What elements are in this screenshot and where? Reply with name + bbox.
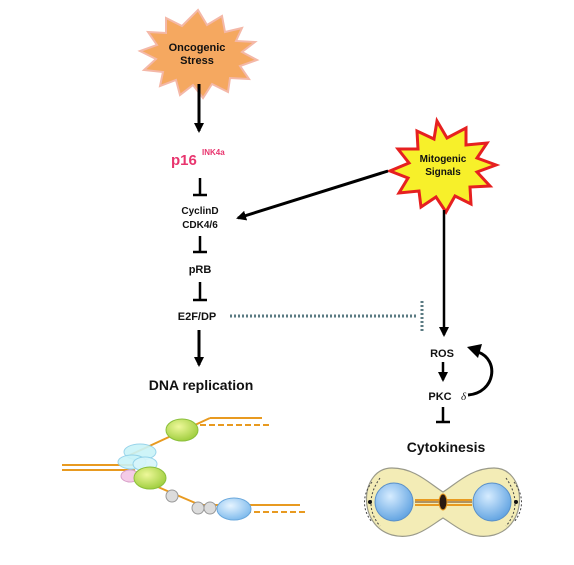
arrow-mitogenic-to-cyclind [236, 169, 389, 221]
oncogenic-label-line2: Stress [180, 55, 214, 67]
pkc-label: PKC [428, 391, 451, 403]
polymerase-top [165, 418, 199, 442]
p16-superscript: INK4a [202, 148, 225, 157]
inhibition-prb-e2f [193, 282, 207, 302]
bead-2 [191, 501, 205, 515]
left-spindle-2 [370, 477, 381, 527]
cdk46-label: CDK4/6 [182, 220, 218, 231]
mitogenic-burst-shape [386, 116, 501, 215]
mitogenic-label-line2: Signals [425, 167, 461, 178]
oncogenic-label-line1: Oncogenic [169, 42, 226, 54]
inhibition-cdk-prb [193, 236, 207, 254]
polymerase-blue [216, 497, 252, 521]
oncogenic-stress-burst: Oncogenic Stress [137, 8, 260, 100]
dna-replication-fork-illustration [62, 417, 305, 521]
dna-replication-label: DNA replication [149, 377, 254, 393]
right-nucleus [472, 482, 512, 522]
cytokinesis-label: Cytokinesis [407, 439, 486, 455]
prb-label: pRB [189, 264, 212, 276]
ros-label: ROS [430, 348, 454, 360]
inhibition-pkc-cytokinesis [436, 407, 450, 424]
polymerase-bottom [133, 466, 167, 490]
pkc-delta-label: δ [461, 391, 467, 403]
left-centrosome [368, 500, 372, 504]
dashed-inhibition-e2f [230, 301, 424, 331]
inhibition-p16-cyclind [193, 178, 207, 197]
bead-1 [165, 489, 179, 503]
dividing-cell-illustration [364, 467, 522, 537]
feedback-arrowhead [467, 344, 482, 358]
feedback-loop-pkc-ros [467, 350, 494, 397]
midbody-ring [438, 493, 448, 511]
p16-label: p16 [171, 152, 197, 169]
mitogenic-label-line1: Mitogenic [420, 154, 467, 165]
e2f-label: E2F/DP [178, 311, 217, 323]
bead-3 [203, 501, 217, 515]
oncogenic-burst-shape [137, 8, 260, 100]
left-nucleus [374, 482, 414, 522]
mitogenic-signals-burst: Mitogenic Signals [386, 116, 501, 215]
right-centrosome [514, 500, 518, 504]
cyclind-label: CyclinD [181, 206, 218, 217]
right-spindle-2 [505, 477, 516, 527]
